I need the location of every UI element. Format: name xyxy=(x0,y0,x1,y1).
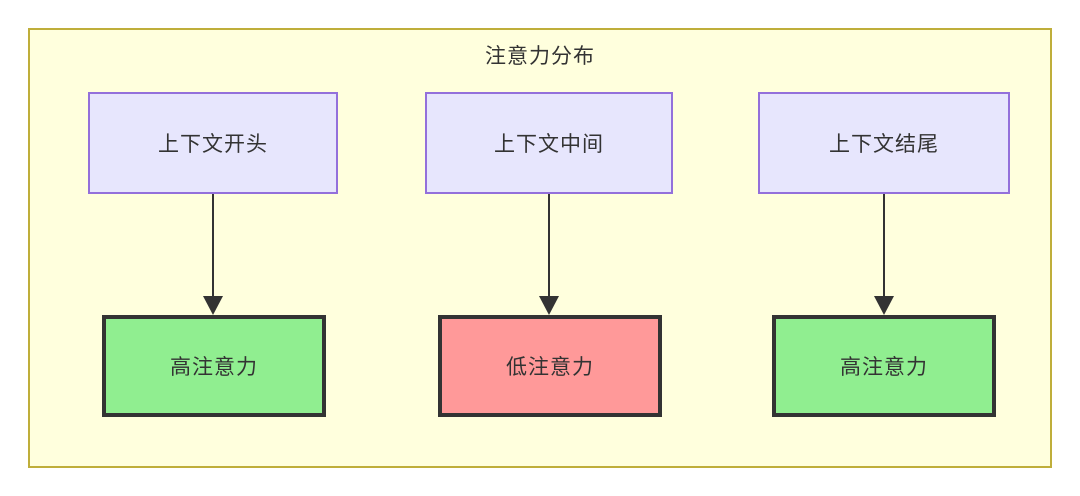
node-high-attention-start[interactable]: 高注意力 xyxy=(102,315,326,417)
node-high-attention-end[interactable]: 高注意力 xyxy=(772,315,996,417)
node-context-start[interactable]: 上下文开头 xyxy=(88,92,338,194)
subgraph-title: 注意力分布 xyxy=(485,45,595,68)
node-context-middle[interactable]: 上下文中间 xyxy=(425,92,673,194)
node-low-attention-middle[interactable]: 低注意力 xyxy=(438,315,662,417)
node-context-end[interactable]: 上下文结尾 xyxy=(758,92,1010,194)
